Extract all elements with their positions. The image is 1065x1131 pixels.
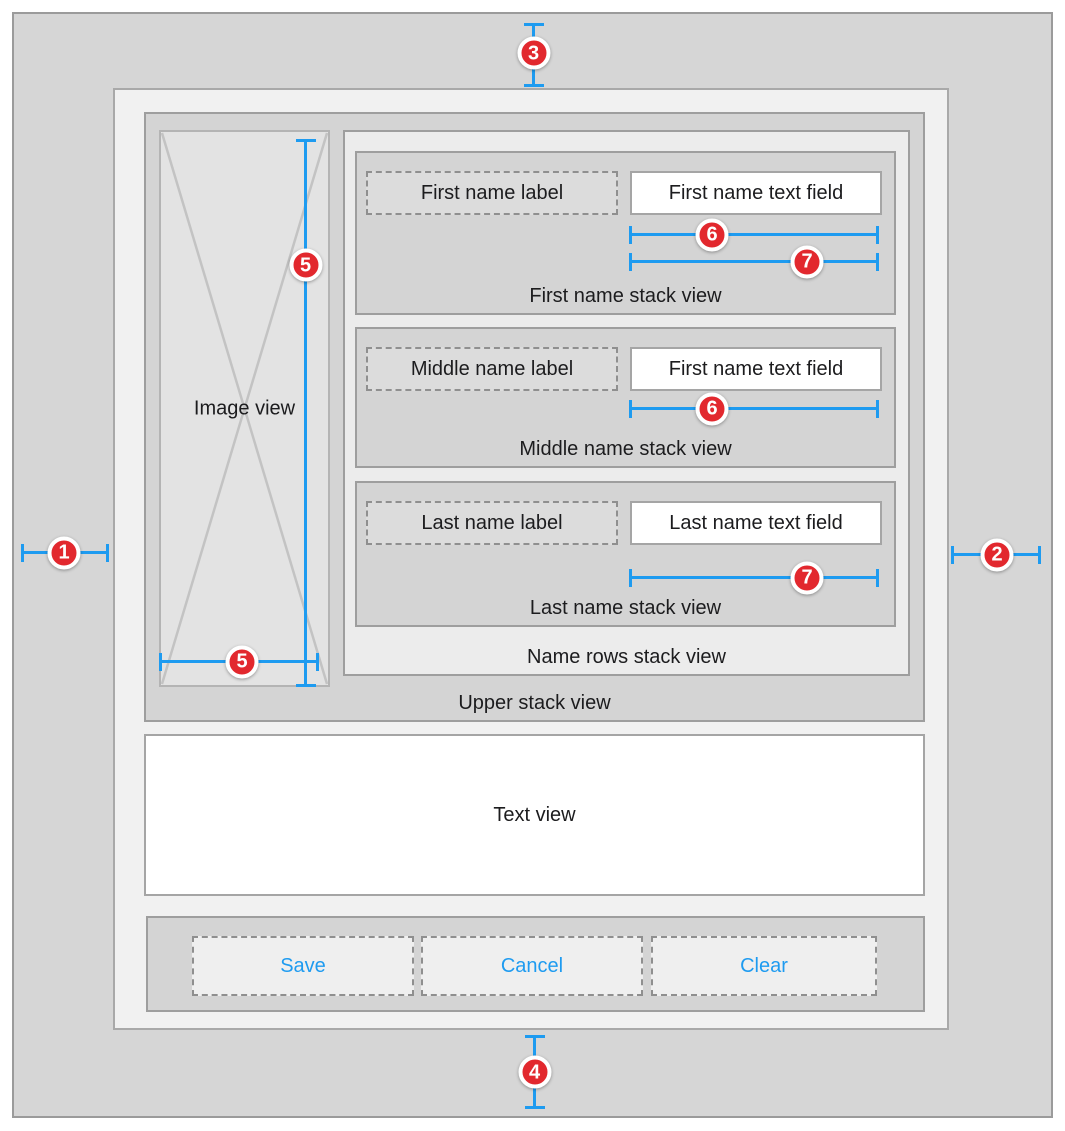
upper-stack-view-caption: Upper stack view	[458, 692, 611, 714]
middle-name-field-width-measurement-line: 6	[629, 392, 879, 425]
first-name-stack-view-caption: First name stack view	[529, 285, 722, 307]
image-view: Image view	[159, 130, 330, 687]
constraint-badge-7-first: 7	[790, 245, 824, 278]
name-rows-stack-view: First name label First name text field F…	[343, 130, 910, 676]
trailing-margin-measurement-line: 2	[951, 538, 1041, 571]
middle-name-stack-view-caption: Middle name stack view	[519, 438, 732, 460]
cancel-button[interactable]: Cancel	[421, 936, 643, 996]
first-name-text-field[interactable]: First name text field	[630, 171, 882, 215]
constraint-badge-5-height: 5	[289, 248, 322, 282]
last-name-stack-view: Last name label Last name text field Las…	[355, 481, 896, 627]
first-name-label: First name label	[366, 171, 618, 215]
last-name-stack-view-caption: Last name stack view	[529, 597, 722, 619]
button-bar-stack-view: Save Cancel Clear	[146, 916, 925, 1012]
constraint-badge-7-last: 7	[790, 561, 824, 594]
image-view-width-measurement-line: 5	[159, 645, 319, 678]
image-placeholder-cross-icon	[161, 132, 328, 685]
last-name-text-field[interactable]: Last name text field	[630, 501, 882, 545]
last-name-field-width-measurement-line: 7	[629, 561, 879, 594]
constraint-badge-6-first: 6	[695, 218, 729, 251]
superview: Image view First name label First name t…	[12, 12, 1053, 1118]
bottom-margin-measurement-line: 4	[518, 1035, 551, 1109]
first-name-field-width-measurement-line-6: 6	[629, 218, 879, 251]
constraint-badge-5-width: 5	[225, 645, 259, 678]
top-margin-measurement-line: 3	[517, 23, 550, 87]
middle-name-stack-view: Middle name label First name text field …	[355, 327, 896, 468]
name-rows-stack-view-caption: Name rows stack view	[527, 646, 726, 668]
root-view: Image view First name label First name t…	[113, 88, 949, 1030]
constraint-badge-1: 1	[47, 536, 81, 569]
constraint-badge-4: 4	[518, 1055, 551, 1089]
text-view[interactable]: Text view	[144, 734, 925, 896]
middle-name-label: Middle name label	[366, 347, 618, 391]
first-name-stack-view: First name label First name text field F…	[355, 151, 896, 315]
first-name-field-width-measurement-line-7: 7	[629, 245, 879, 278]
upper-stack-view: Image view First name label First name t…	[144, 112, 925, 722]
constraint-badge-2: 2	[980, 538, 1014, 571]
image-view-height-measurement-line: 5	[289, 139, 322, 687]
constraint-badge-3: 3	[517, 36, 550, 70]
leading-margin-measurement-line: 1	[21, 536, 109, 569]
last-name-label: Last name label	[366, 501, 618, 545]
clear-button[interactable]: Clear	[651, 936, 877, 996]
constraint-badge-6-middle: 6	[695, 392, 729, 425]
save-button[interactable]: Save	[192, 936, 414, 996]
image-view-label: Image view	[193, 397, 296, 419]
middle-name-text-field[interactable]: First name text field	[630, 347, 882, 391]
